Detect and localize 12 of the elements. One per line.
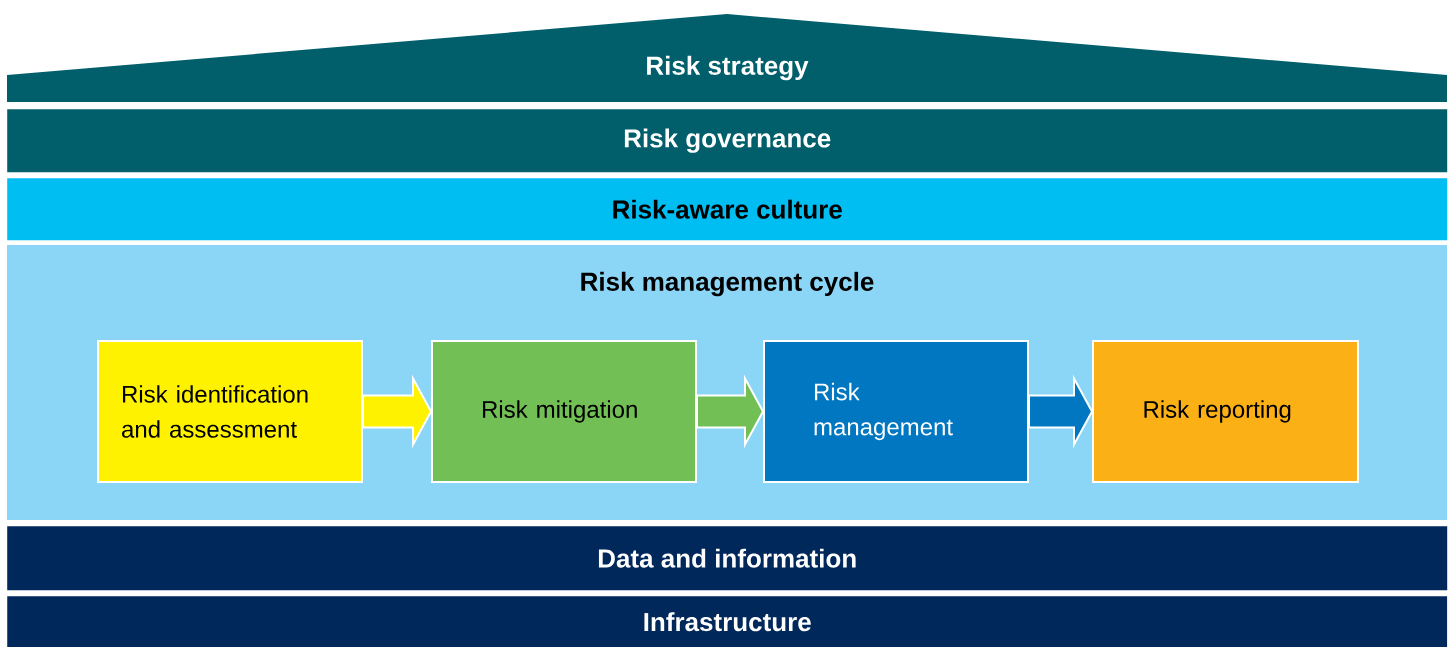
process-box: Risk mitigation: [431, 340, 697, 483]
block-arrow: [362, 374, 433, 449]
process-box: Risk reporting: [1092, 340, 1359, 483]
roof-band: Risk strategy: [7, 14, 1447, 102]
process-box: Risk management: [763, 340, 1029, 483]
band: Risk governance: [7, 109, 1448, 173]
block-arrow: [696, 374, 765, 449]
band: Data and information: [7, 526, 1448, 591]
process-box: Risk identification and assessment: [97, 340, 363, 483]
band: Infrastructure: [7, 596, 1448, 647]
block-arrow: [1028, 374, 1094, 449]
band: Risk-aware culture: [7, 178, 1448, 241]
